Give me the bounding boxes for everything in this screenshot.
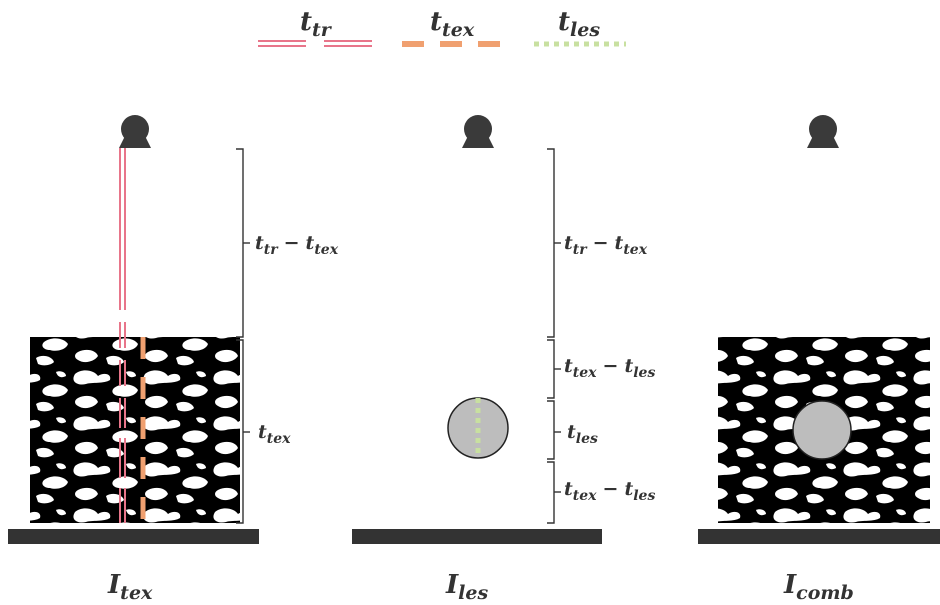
texture-block: [30, 337, 240, 523]
camera-icon: [462, 115, 494, 148]
legend-label-tles: tles: [558, 7, 600, 41]
panel-label-les: Iles: [445, 570, 488, 604]
legend-item-ttex: ttex: [402, 7, 506, 47]
camera-icon: [807, 115, 839, 148]
panel-tex: Itex ttr−ttex ttex: [8, 115, 339, 604]
bracket-label-tles: tles: [567, 421, 598, 447]
bracket-label-ttex-minus-tles: ttex−tles: [564, 355, 655, 381]
bracket-label-ttr-minus-ttex: ttr−ttex: [255, 232, 339, 258]
legend-item-tles: tles: [534, 7, 626, 47]
panel-comb: Icomb: [698, 115, 940, 604]
legend-item-ttr: ttr: [258, 7, 372, 47]
panel-les: Iles ttr−ttex ttex−tles tles ttex−tles: [352, 115, 655, 604]
ground-bar: [698, 529, 940, 544]
legend: ttr ttex tles: [258, 7, 626, 47]
bracket-label-ttex: ttex: [258, 421, 291, 447]
camera-icon: [119, 115, 151, 148]
bracket-label-ttr-minus-ttex: ttr−ttex: [564, 232, 648, 258]
legend-label-ttex: ttex: [430, 7, 475, 41]
lesion: [792, 400, 852, 460]
ground-bar: [8, 529, 259, 544]
bracket-right: [547, 148, 561, 524]
bracket-label-ttex-minus-tles: ttex−tles: [564, 478, 655, 504]
legend-line-ttr: [258, 40, 372, 47]
panel-label-tex: Itex: [107, 570, 153, 604]
ray-ttr: [119, 148, 126, 523]
bracket-left: [236, 148, 250, 524]
legend-label-ttr: ttr: [300, 7, 333, 41]
ground-bar: [352, 529, 602, 544]
panel-label-comb: Icomb: [783, 570, 854, 604]
